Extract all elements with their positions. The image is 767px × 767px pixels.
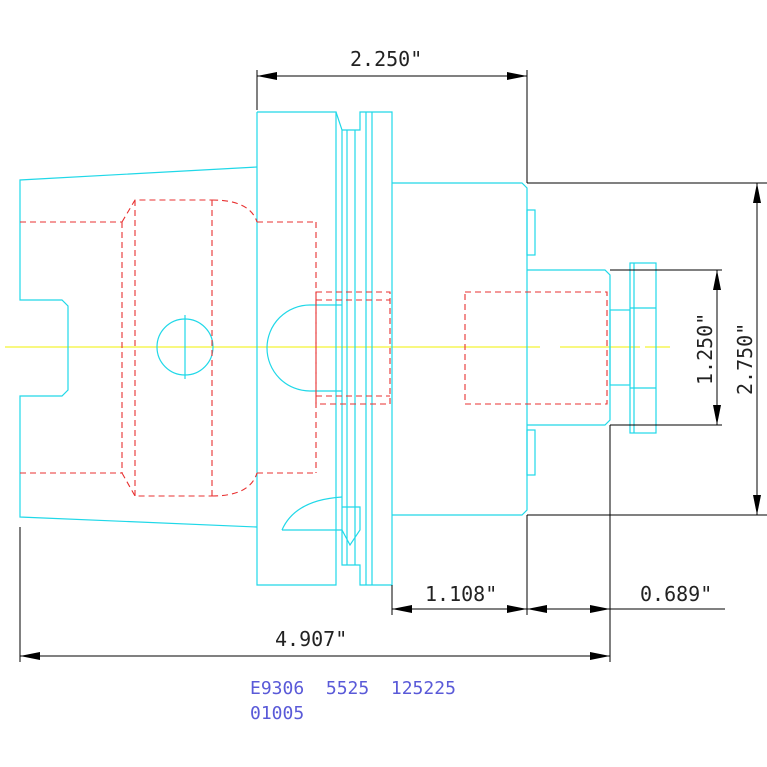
pilot-outline [527, 262, 657, 434]
dimension-2750-label: 2.750" [733, 323, 757, 395]
dimension-0689-label: 0.689" [640, 582, 712, 606]
dimension-1250-label: 1.250" [693, 313, 717, 385]
body-outline [392, 182, 536, 516]
part-code-line2: 01005 [250, 703, 304, 724]
flange-outline [256, 111, 393, 586]
dimension-1108: 1.108" [391, 515, 528, 615]
dimension-1250: 1.250" [610, 269, 722, 426]
dimension-0689: 0.689" [527, 425, 725, 662]
dimension-2250-label: 2.250" [350, 47, 422, 71]
part-code-line1: E9306 5525 125225 [250, 678, 456, 699]
dimension-2750: 2.750" [527, 182, 767, 516]
dimension-1108-label: 1.108" [425, 582, 497, 606]
hidden-lines [20, 199, 608, 497]
dimension-4907: 4.907" [19, 527, 610, 662]
part-code: E9306 5525 125225 01005 [250, 678, 456, 724]
dimension-4907-label: 4.907" [275, 627, 347, 651]
taper-shank-outline [19, 166, 258, 528]
dimension-2250: 2.250" [256, 47, 528, 183]
